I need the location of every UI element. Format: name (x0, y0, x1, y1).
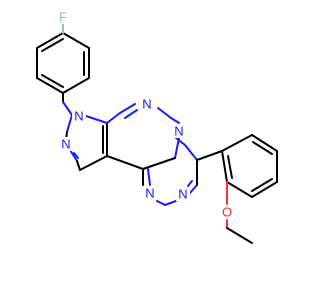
molecule-structure: F N N N N N N O (36, 10, 278, 244)
aryl-n-bond-n (62, 101, 73, 116)
methoxyphenyl-ring (196, 134, 278, 244)
svg-text:N: N (61, 137, 70, 152)
svg-text:N: N (178, 187, 187, 202)
atom-labels: F N N N N N N O (56, 10, 234, 220)
pyrimidine-ring (106, 103, 180, 170)
nitrogen-atom-6: N (176, 187, 190, 202)
svg-text:N: N (174, 124, 183, 139)
svg-text:N: N (145, 186, 154, 201)
svg-text:O: O (222, 205, 232, 220)
fluorophenyl-ring (36, 21, 90, 94)
nitrogen-atom-3: N (140, 97, 154, 112)
svg-text:N: N (142, 97, 151, 112)
svg-text:F: F (59, 10, 67, 25)
fluorine-atom: F (56, 10, 70, 25)
svg-text:N: N (74, 109, 83, 124)
triazole-ring (142, 137, 198, 206)
nitrogen-atom-1: N (72, 109, 86, 124)
nitrogen-atom-2: N (59, 137, 73, 152)
nitrogen-atom-4: N (172, 124, 186, 139)
nitrogen-atom-5: N (143, 186, 157, 201)
oxygen-atom: O (220, 205, 234, 220)
pyrazole-ring (65, 114, 108, 171)
